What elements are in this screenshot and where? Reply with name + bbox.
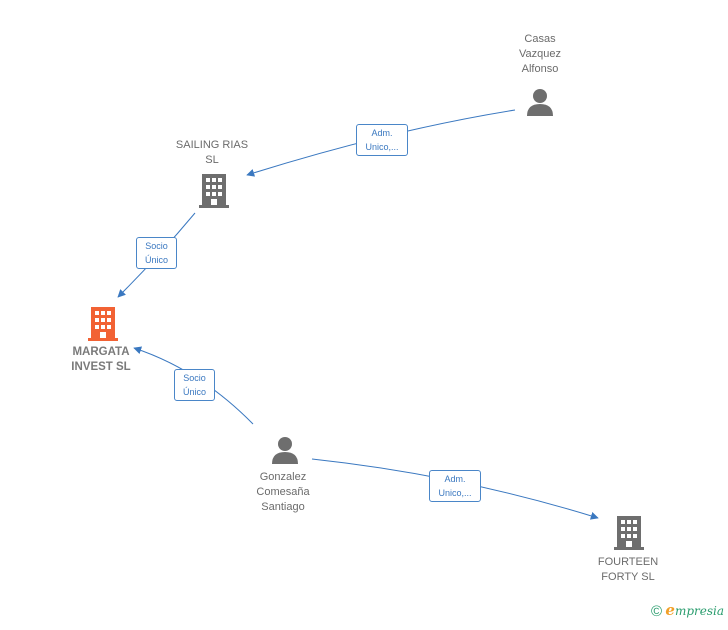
- building-icon[interactable]: [614, 516, 644, 550]
- edge-label-adm-unico[interactable]: Adm. Unico,...: [429, 470, 481, 502]
- empresia-credit: © empresia: [651, 601, 724, 620]
- edge-label-socio-unico[interactable]: Socio Único: [136, 237, 177, 269]
- building-icon[interactable]: [199, 174, 229, 208]
- copyright-icon: ©: [650, 603, 663, 620]
- node-label-gonzalez[interactable]: Gonzalez Comesaña Santiago: [256, 471, 310, 513]
- node-label-sailing[interactable]: SAILING RIAS SL: [175, 139, 249, 166]
- node-label-casas[interactable]: Casas Vazquez Alfonso: [519, 33, 561, 75]
- empresia-logo: empresia: [665, 601, 724, 619]
- node-label-margata[interactable]: MARGATA INVEST SL: [71, 346, 131, 373]
- node-label-fourteen[interactable]: FOURTEEN FORTY SL: [597, 556, 659, 583]
- person-icon[interactable]: [272, 437, 298, 464]
- edge-label-socio-unico[interactable]: Socio Único: [174, 369, 215, 401]
- person-icon[interactable]: [527, 89, 553, 116]
- edge-label-adm-unico[interactable]: Adm. Unico,...: [356, 124, 408, 156]
- building-icon[interactable]: [88, 307, 118, 341]
